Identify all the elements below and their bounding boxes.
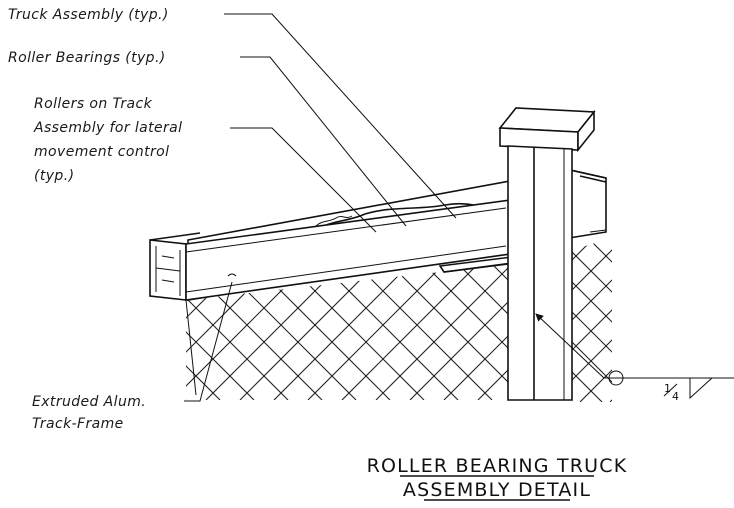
mesh-wire <box>670 230 734 402</box>
mesh-wire <box>186 262 221 400</box>
fence-post <box>498 107 596 401</box>
mesh-wire <box>579 238 612 402</box>
callout-extruded-line-1: Extruded Alum. <box>32 394 146 410</box>
title-line-2: ASSEMBLY DETAIL <box>403 479 591 501</box>
callout-rollers-line-2: Assembly for lateral <box>33 120 182 136</box>
mesh-wire <box>572 238 612 402</box>
weld-symbol: 1 4 <box>608 370 734 403</box>
mesh-wire <box>307 262 459 400</box>
mesh-wire <box>186 262 255 400</box>
mesh-wire <box>572 238 603 402</box>
callout-rollers-line-4: (typ.) <box>34 168 74 184</box>
title-line-1: ROLLER BEARING TRUCK <box>367 455 628 477</box>
mesh-wire <box>730 230 734 402</box>
leader-lines <box>184 13 624 402</box>
mesh-wire <box>341 262 493 400</box>
mesh-wire <box>640 230 734 402</box>
chain-link-fence <box>185 230 734 402</box>
mesh-wire <box>409 262 530 400</box>
mesh-wire <box>579 238 612 402</box>
callout-roller-bearings: Roller Bearings (typ.) <box>8 50 166 66</box>
mesh-wire <box>572 238 612 402</box>
mesh-wire <box>477 262 530 400</box>
callout-extruded-line-2: Track-Frame <box>32 416 124 432</box>
mesh-wire <box>572 238 612 402</box>
mesh-wire <box>572 238 612 402</box>
mesh-wire <box>375 262 527 400</box>
mesh-wire <box>572 238 603 402</box>
mesh-wire <box>670 230 734 402</box>
mesh-wire <box>700 230 734 402</box>
mesh-wire <box>700 230 734 402</box>
mesh-wire <box>572 238 612 402</box>
mesh-wire <box>477 262 530 400</box>
drawing-title: ROLLER BEARING TRUCK ASSEMBLY DETAIL <box>367 455 628 501</box>
mesh-wire <box>730 230 734 402</box>
callout-rollers-line-1: Rollers on Track <box>34 96 153 112</box>
mesh-wire <box>609 238 612 402</box>
mesh-wire <box>640 230 734 402</box>
mesh-wire <box>609 238 612 402</box>
weld-size-denominator: 4 <box>672 390 679 403</box>
weld-size-numerator: 1 <box>664 382 671 395</box>
callout-rollers-line-3: movement control <box>34 144 169 160</box>
mesh-wire <box>572 238 612 402</box>
callout-truck-assembly: Truck Assembly (typ.) <box>8 7 169 23</box>
